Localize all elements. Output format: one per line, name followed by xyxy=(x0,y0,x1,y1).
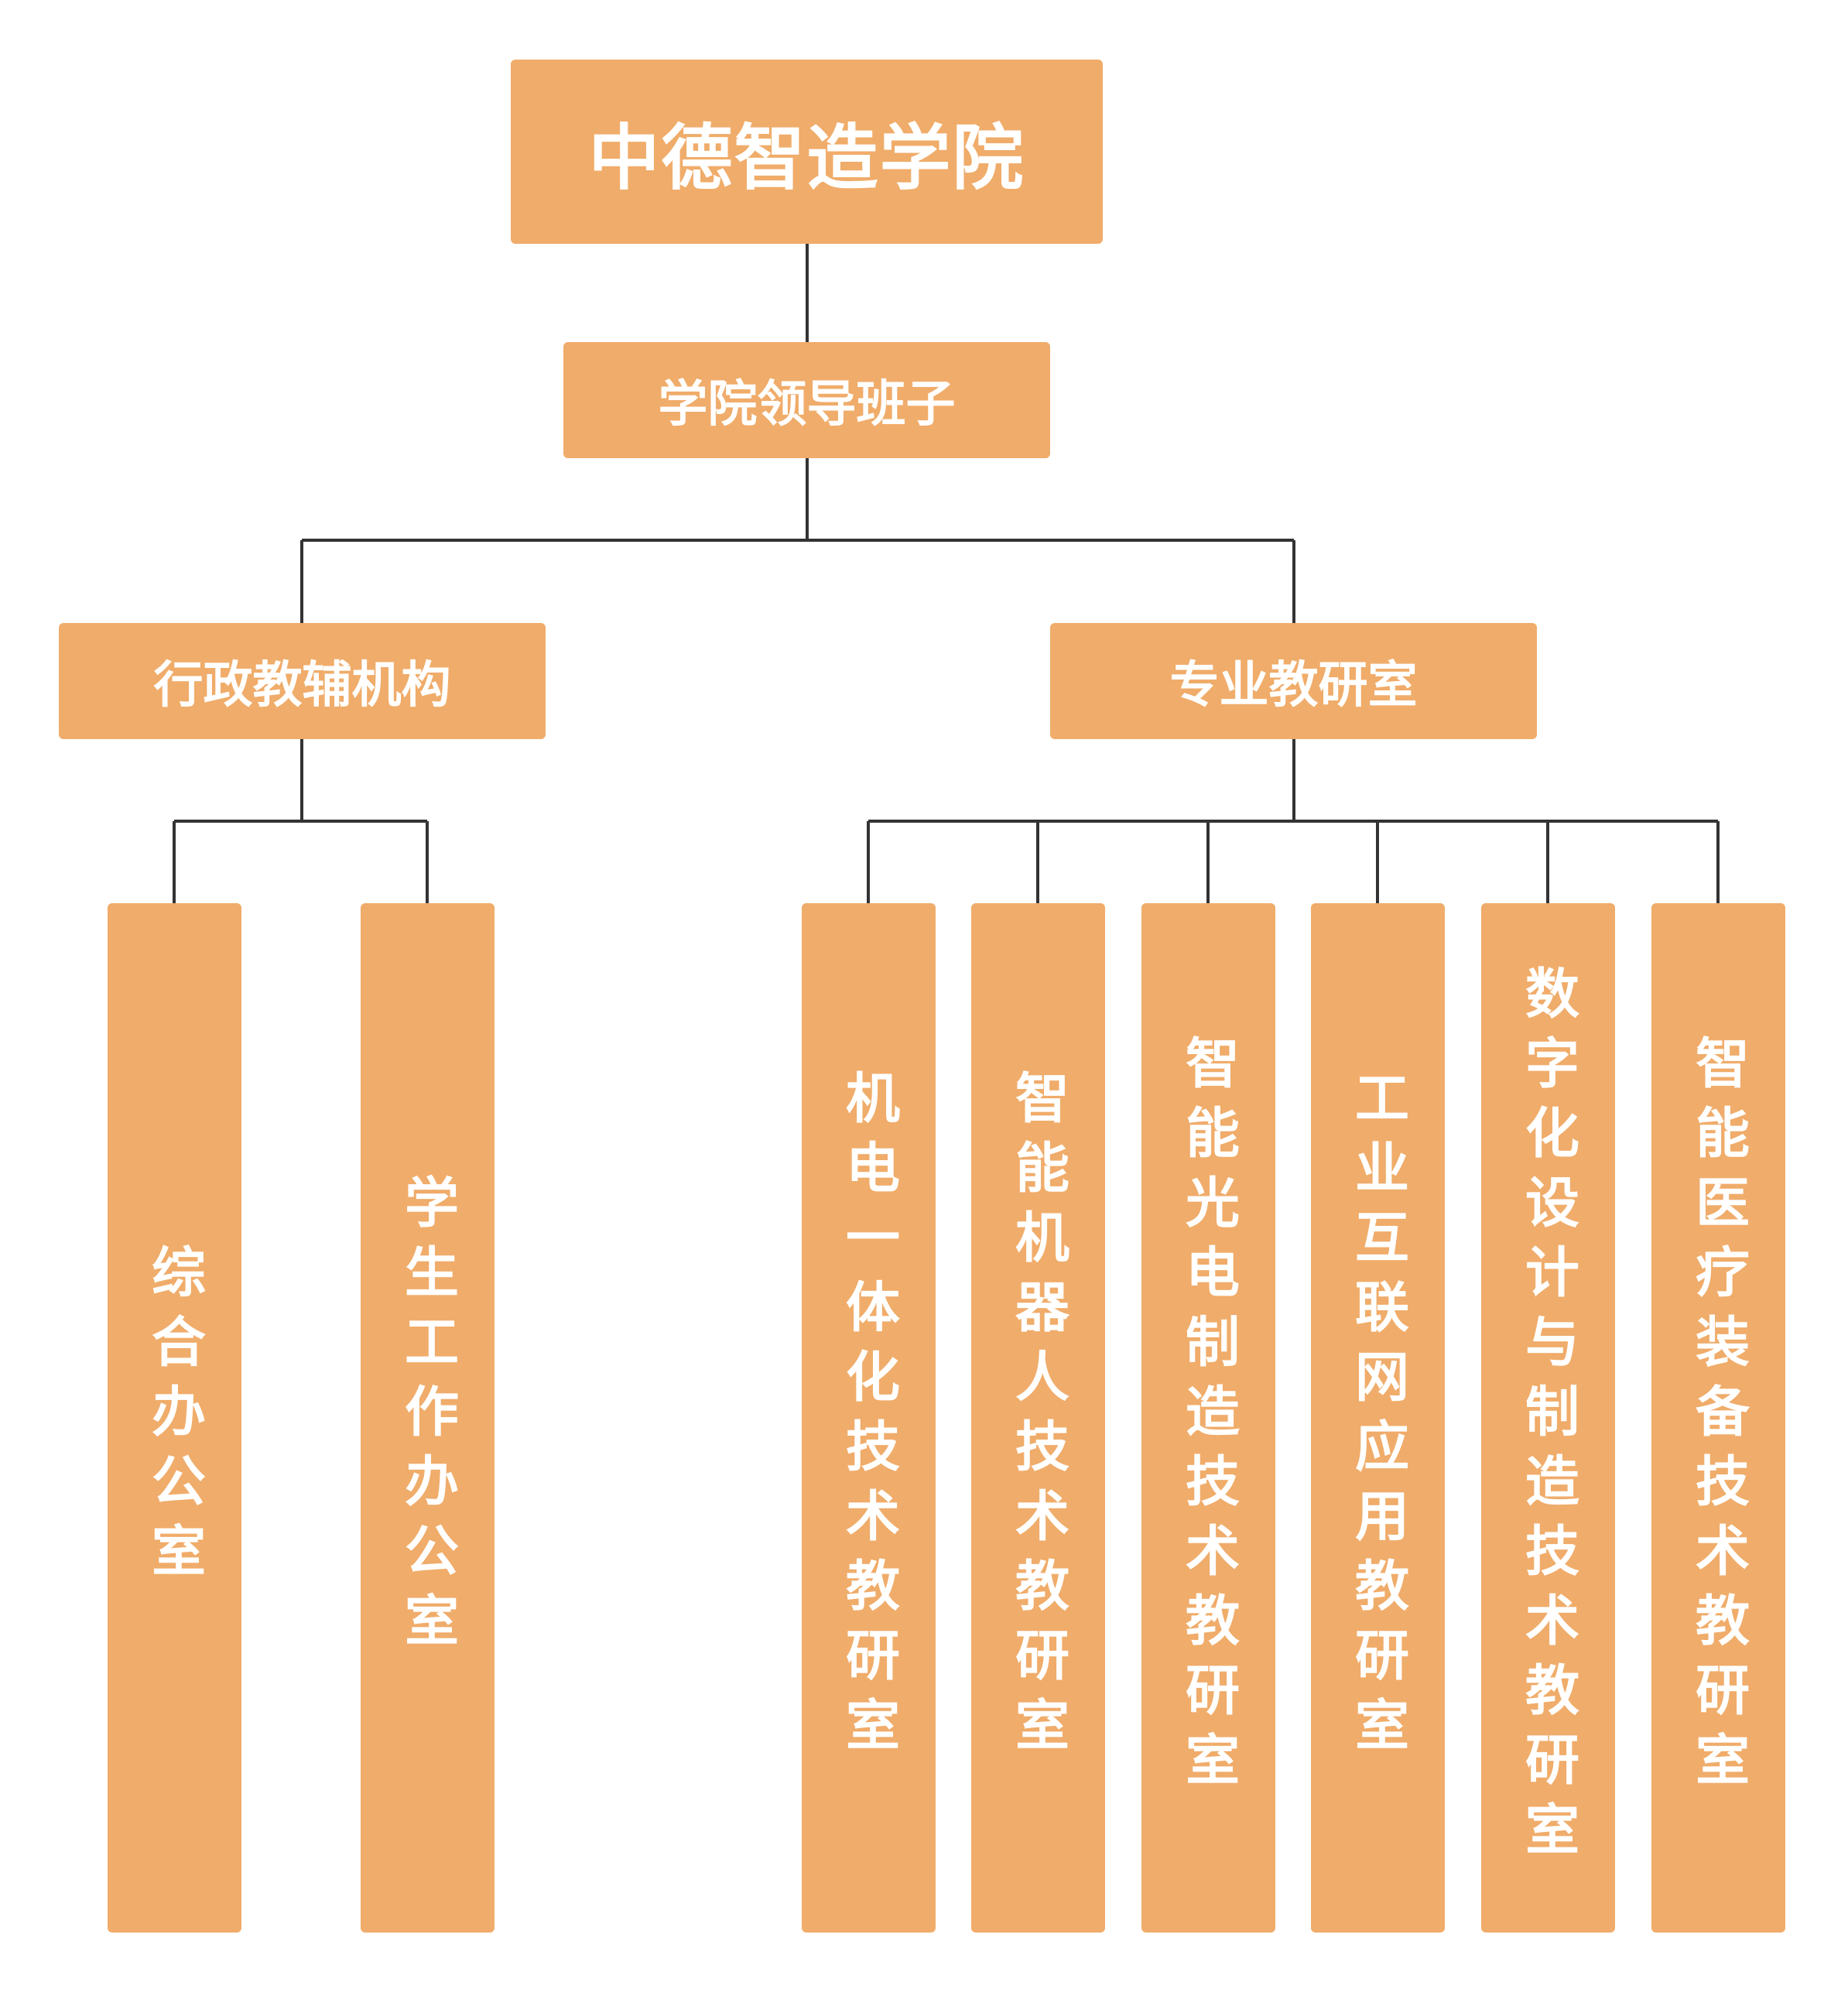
node-leadership: 学院领导班子 xyxy=(563,342,1050,458)
node-teaching-child: 工业互联网应用教研室 xyxy=(1311,903,1445,1933)
node-teaching-child: 智能机器人技术教研室 xyxy=(971,903,1105,1933)
node-teaching: 专业教研室 xyxy=(1050,623,1537,739)
node-teaching-child-label: 智能医疗装备技术教研室 xyxy=(1686,1035,1750,1801)
node-teaching-child: 机电一体化技术教研室 xyxy=(802,903,936,1933)
node-teaching-child-label: 智能机器人技术教研室 xyxy=(1006,1070,1070,1766)
node-root-label: 中德智造学院 xyxy=(588,116,1025,200)
node-root: 中德智造学院 xyxy=(511,60,1103,244)
node-teaching-child: 智能光电制造技术教研室 xyxy=(1141,903,1275,1933)
node-teaching-child-label: 数字化设计与制造技术教研室 xyxy=(1516,965,1580,1871)
node-teaching-child-label: 工业互联网应用教研室 xyxy=(1346,1070,1410,1766)
node-teaching-child: 数字化设计与制造技术教研室 xyxy=(1481,903,1615,1933)
node-admin-label: 行政教辅机构 xyxy=(153,657,451,714)
node-teaching-child-label: 智能光电制造技术教研室 xyxy=(1176,1035,1241,1801)
node-leadership-label: 学院领导班子 xyxy=(658,376,956,433)
node-admin-child-label: 综合办公室 xyxy=(142,1244,207,1592)
node-admin-child-label: 学生工作办公室 xyxy=(395,1174,460,1662)
node-admin: 行政教辅机构 xyxy=(59,623,546,739)
node-teaching-child: 智能医疗装备技术教研室 xyxy=(1651,903,1785,1933)
node-teaching-child-label: 机电一体化技术教研室 xyxy=(837,1070,901,1766)
node-teaching-label: 专业教研室 xyxy=(1169,657,1418,714)
node-admin-child: 综合办公室 xyxy=(108,903,241,1933)
node-admin-child: 学生工作办公室 xyxy=(361,903,495,1933)
